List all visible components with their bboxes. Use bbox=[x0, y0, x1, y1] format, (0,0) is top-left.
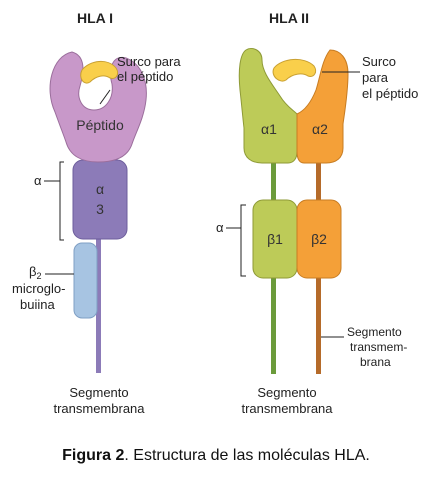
hla1-peptide-binding-domain bbox=[49, 51, 147, 163]
hla1-b2-label-2: microglo- bbox=[12, 281, 65, 296]
hla1-alpha3-domain bbox=[72, 159, 128, 240]
hla2-alpha1-domain bbox=[238, 47, 298, 164]
hla2-peptide bbox=[272, 59, 317, 82]
hla2-groove-label-1: Surco bbox=[362, 54, 396, 69]
hla1-segment-label-2: transmembrana bbox=[53, 401, 145, 416]
hla1-groove-label-1: Surco para bbox=[117, 54, 181, 69]
hla2-alpha-label: α bbox=[216, 220, 224, 235]
hla2-segment-right-label-2: transmem- bbox=[350, 340, 407, 354]
hla1-groove-leader bbox=[99, 89, 111, 105]
hla1-b2-label: β2 bbox=[29, 264, 42, 281]
hla2-beta2-domain bbox=[296, 199, 342, 279]
hla1-b2-label-3: buiina bbox=[20, 297, 55, 312]
hla2-title: HLA II bbox=[269, 10, 309, 26]
hla2-alpha2-domain bbox=[296, 49, 349, 164]
hla2-groove-label-2: para bbox=[362, 70, 389, 85]
hla2-alpha1-label: α1 bbox=[261, 121, 277, 137]
hla1-alpha3-label-a: α bbox=[96, 181, 104, 197]
hla1-alpha-bracket bbox=[59, 161, 64, 241]
hla1-alpha-label: α bbox=[34, 173, 42, 188]
hla2-alpha2-label: α2 bbox=[312, 121, 328, 137]
hla2-alpha-bracket bbox=[240, 204, 246, 277]
hla1-b2-microglobulin bbox=[73, 242, 98, 319]
hla1-transmembrane-stalk bbox=[96, 235, 101, 373]
hla2-beta1-label: β1 bbox=[267, 231, 283, 247]
hla2-groove-label-3: el péptido bbox=[362, 86, 418, 101]
hla1-peptide bbox=[80, 61, 119, 84]
figure-caption: Figura 2. Estructura de las moléculas HL… bbox=[62, 447, 370, 464]
hla1-alpha3-label-3: 3 bbox=[96, 201, 104, 217]
hla1-groove-label-2: el péptido bbox=[117, 69, 173, 84]
hla1-title: HLA I bbox=[77, 10, 113, 26]
hla2-segment-label-1: Segmento bbox=[257, 385, 316, 400]
hla1-segment-label-1: Segmento bbox=[69, 385, 128, 400]
hla2-segment-label-2: transmembrana bbox=[241, 401, 333, 416]
hla2-beta2-label: β2 bbox=[311, 231, 327, 247]
hla2-segment-right-label-3: brana bbox=[360, 355, 391, 369]
hla2-segment-right-label-1: Segmento bbox=[347, 325, 402, 339]
hla1-peptide-domain-label: Péptido bbox=[76, 117, 124, 133]
